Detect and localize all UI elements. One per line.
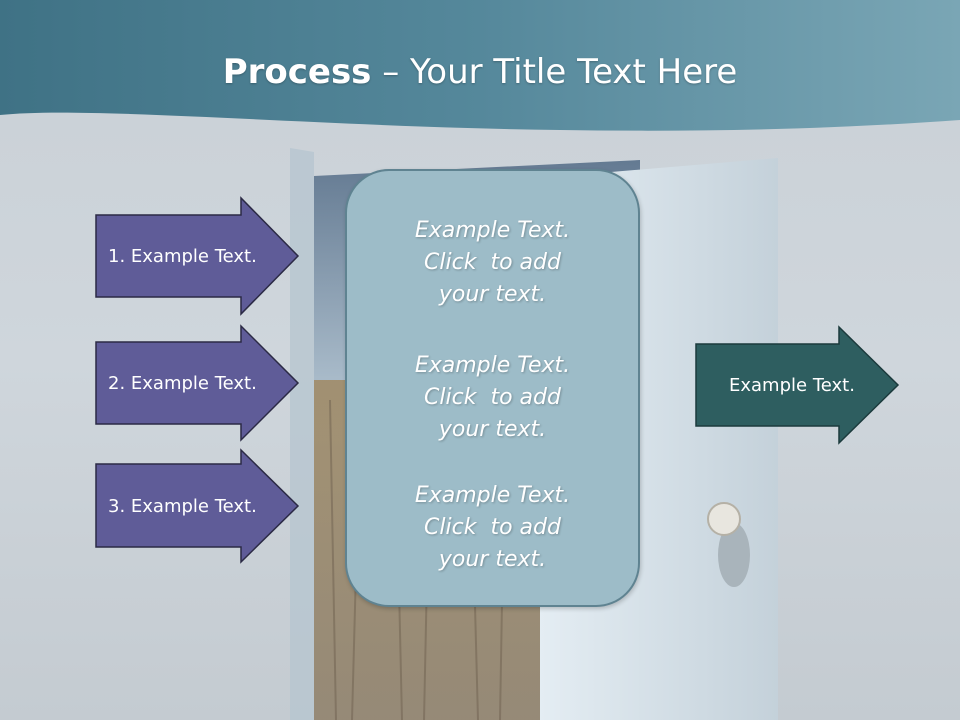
left-arrow-3-shape	[95, 448, 300, 564]
right-arrow-shape	[695, 325, 900, 445]
slide-title: Process – Your Title Text Here	[0, 52, 960, 92]
center-paragraph-3: Example Text. Click to add your text.	[414, 483, 571, 572]
header-band	[0, 0, 960, 131]
center-paragraph-2: Example Text. Click to add your text.	[414, 353, 571, 442]
left-arrow-2-label: 2. Example Text.	[108, 372, 257, 394]
left-arrow-1-shape	[95, 196, 300, 316]
left-arrow-1-label: 1. Example Text.	[108, 245, 257, 267]
left-arrow-3[interactable]: 3. Example Text.	[95, 448, 300, 564]
left-arrow-2[interactable]: 2. Example Text.	[95, 324, 300, 442]
left-arrow-3-label: 3. Example Text.	[108, 495, 257, 517]
left-arrow-1[interactable]: 1. Example Text.	[95, 196, 300, 316]
right-arrow-label: Example Text.	[729, 374, 855, 396]
title-bold: Process	[222, 52, 372, 92]
door-frame-left	[290, 148, 314, 720]
doorknob	[707, 502, 741, 536]
left-arrow-2-shape	[95, 324, 300, 442]
doorknob-shadow	[718, 523, 750, 587]
title-rest: – Your Title Text Here	[371, 52, 738, 92]
center-paragraph-1: Example Text. Click to add your text.	[414, 218, 571, 307]
center-text-box[interactable]: Example Text. Click to add your text. Ex…	[345, 169, 640, 607]
right-arrow[interactable]: Example Text.	[695, 325, 900, 445]
